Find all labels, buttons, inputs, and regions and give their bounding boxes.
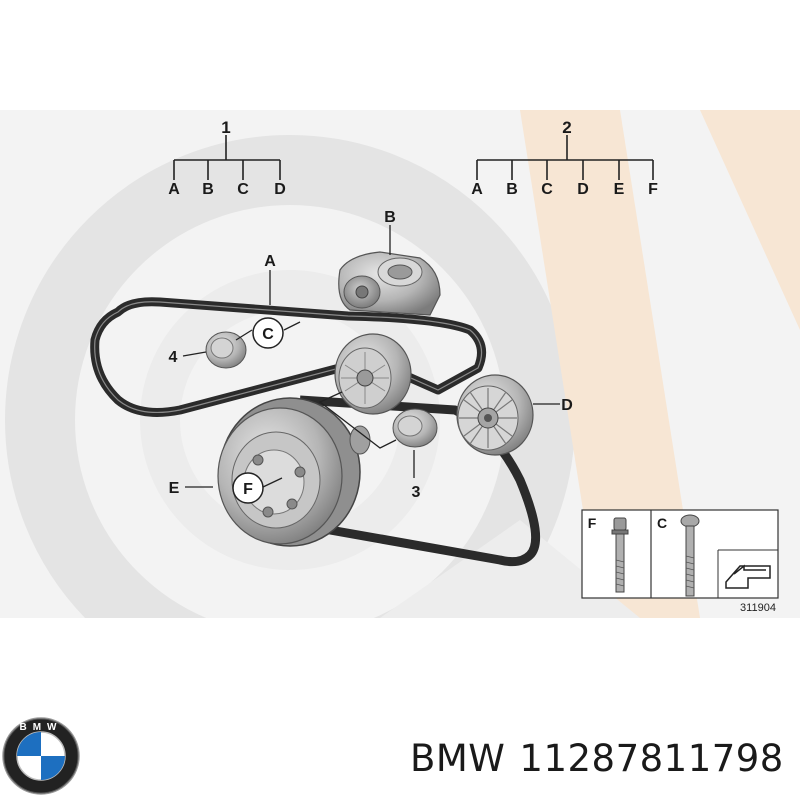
group-1-letter-a: A — [168, 181, 180, 198]
bmw-logo: BMW — [2, 717, 80, 795]
group-2-number: 2 — [562, 118, 571, 137]
group-2-letter-b: B — [506, 181, 518, 198]
cap-3 — [392, 408, 438, 448]
group-1-letter-c: C — [237, 181, 249, 198]
leader-lines — [182, 225, 560, 488]
bolt-detail-box: F C — [581, 509, 779, 599]
group-1-number: 1 — [221, 118, 230, 137]
caption-part-number: 11287811798 — [519, 737, 784, 780]
group-2-letter-d: D — [577, 181, 589, 198]
diagram-part-id: 311904 — [740, 602, 776, 614]
tension-pulley — [334, 333, 412, 415]
callout-cap-3: 3 — [412, 484, 421, 501]
callout-circle-c — [252, 317, 284, 349]
callout-bolt-c: C — [262, 326, 274, 343]
callout-idler-pulley: D — [561, 397, 573, 414]
group-2-letter-a: A — [471, 181, 483, 198]
callout-tensioner: B — [384, 209, 396, 226]
callout-vibration-damper: E — [169, 480, 180, 497]
detail-label-f: F — [588, 515, 597, 531]
group-1-letter-b: B — [202, 181, 214, 198]
callout-cap-4: 4 — [169, 349, 178, 366]
detail-label-c: C — [657, 515, 667, 531]
group-2-letter-f: F — [648, 181, 658, 198]
belt-tensioner — [338, 251, 441, 316]
watermark-background — [0, 110, 800, 618]
arrow-symbol-icon — [725, 564, 771, 589]
group-1-bracket — [173, 135, 281, 180]
idler-pulley — [456, 374, 534, 456]
callout-bolt-f: F — [243, 481, 253, 498]
caption-brand: BMW — [410, 737, 506, 780]
group-2-letter-c: C — [541, 181, 553, 198]
bolt-c-icon — [680, 514, 700, 597]
vibration-damper — [217, 397, 371, 547]
group-2-letter-e: E — [614, 181, 625, 198]
group-2-bracket — [476, 135, 654, 180]
group-1-letter-d: D — [274, 181, 286, 198]
callout-belt: A — [264, 253, 276, 270]
bmw-logo-text: BMW — [20, 722, 63, 733]
cap-4 — [205, 331, 247, 369]
drive-belt-upper — [90, 297, 487, 417]
bolt-f-icon — [611, 517, 629, 593]
callout-circle-f — [232, 472, 264, 504]
part-caption: BMW 11287811798 — [410, 737, 798, 780]
